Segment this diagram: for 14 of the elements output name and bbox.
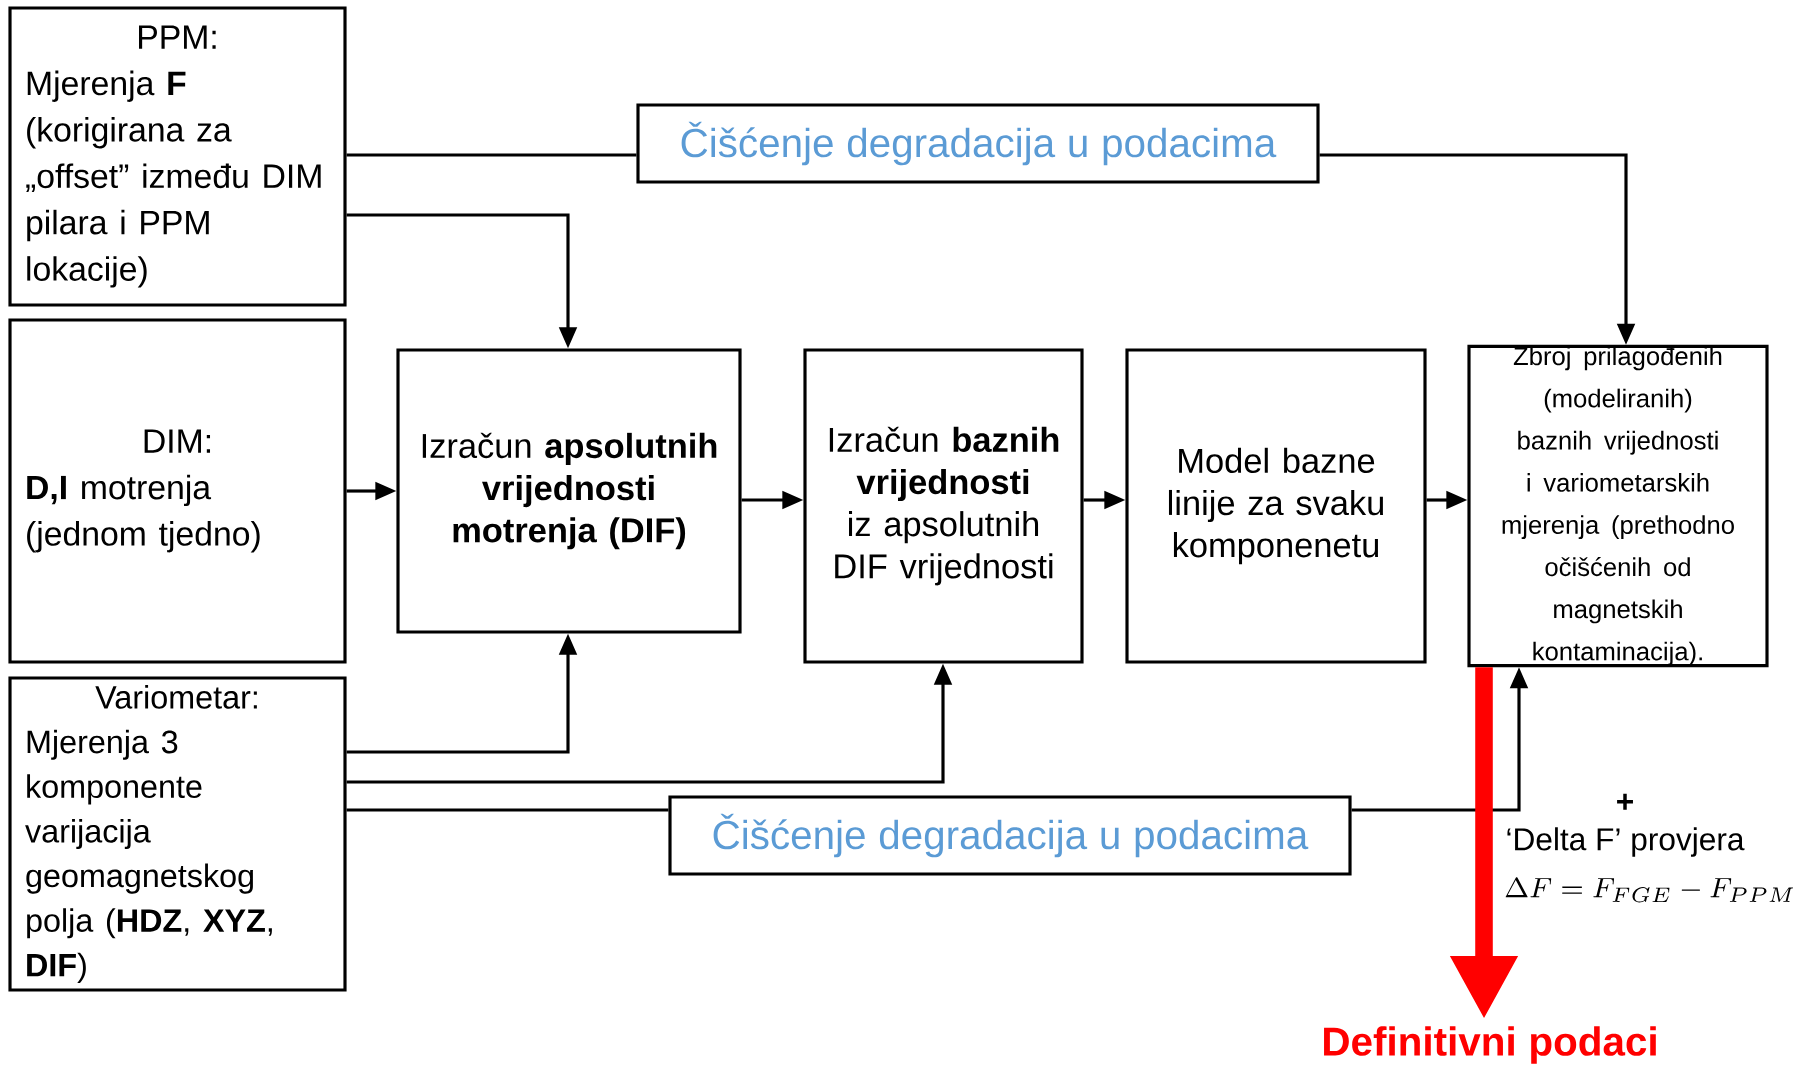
process-box: Izračun baznih vrijednosti iz apsolutnih DIF vrijednosti	[803, 348, 1084, 664]
plus-sign: +	[1617, 793, 1633, 810]
connector-line	[346, 808, 669, 812]
connector-line	[346, 153, 637, 157]
input-box: PPM: Mjerenja F (korigirana za „offset” između DIM pilara i PPM lokacije)	[8, 6, 347, 307]
note-text: ‘Delta F’ provjera	[1507, 827, 1745, 857]
process-box: Izračun apsolutnih vrijednosti motrenja (DIF)	[396, 348, 742, 634]
process-box: Model bazne linije za svaku komponenetu	[1125, 348, 1427, 664]
cleaning-box: Čišćenje degradacija u podacima	[636, 103, 1320, 184]
output-label: Definitivni podaci	[1324, 1026, 1656, 1064]
formula: $\Delta F = F_{FGE} - F_{PPM}$	[1505, 877, 1794, 903]
cleaning-box: Čišćenje degradacija u podacima	[668, 795, 1352, 876]
input-box: DIM: D,I motrenja (jednom tjedno)	[8, 318, 347, 664]
input-box: Variometar: Mjerenja 3 komponente varijacija geomagnetskog polja (HDZ, XYZ, DIF)	[8, 676, 347, 992]
